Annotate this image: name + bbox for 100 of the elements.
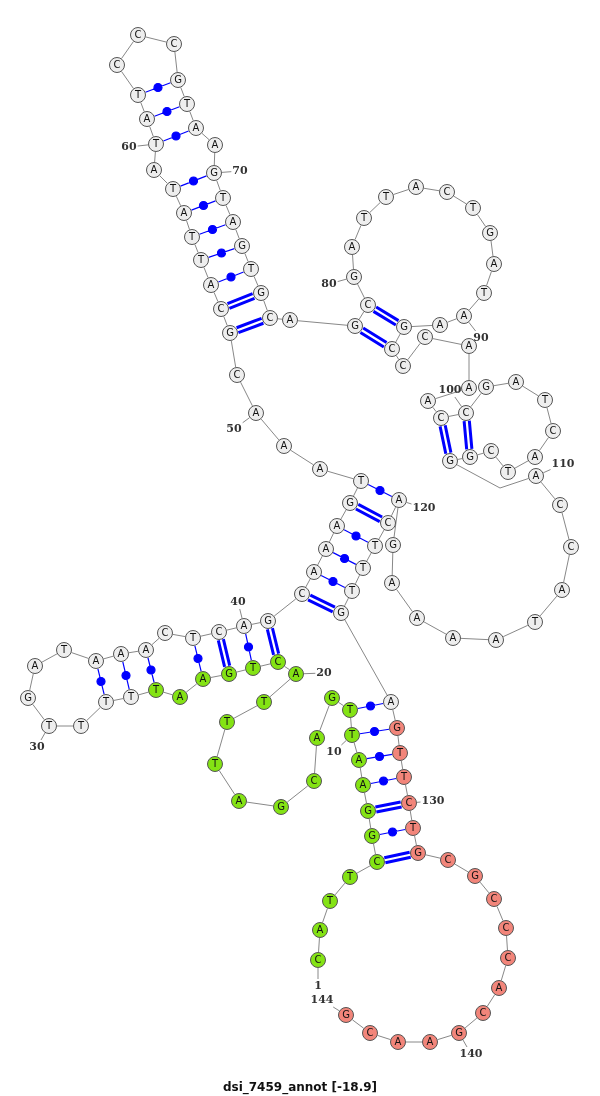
backbone-line [253, 275, 259, 287]
backbone-line [225, 204, 231, 216]
backbone-line [180, 87, 185, 97]
base-pair-line [243, 633, 254, 661]
base-pair-line [357, 701, 384, 711]
backbone-line [447, 318, 457, 323]
base-pair-line [370, 776, 397, 786]
nucleotide-circle: C [109, 57, 125, 73]
backbone-line [328, 532, 335, 543]
nucleotide-circle: A [528, 468, 544, 484]
backbone-line [411, 324, 433, 328]
nucleotide-circle: C [130, 27, 146, 43]
backbone-line [477, 452, 484, 456]
nucleotide-circle: G [333, 605, 349, 621]
base-pair-line [306, 593, 337, 614]
backbone-line [392, 709, 396, 721]
backbone-line [226, 627, 237, 631]
nucleotide-circle: G [442, 453, 458, 469]
backbone-line [353, 742, 358, 753]
nucleotide-circle: A [276, 438, 292, 454]
backbone-line [327, 470, 354, 480]
base-pair-line [358, 326, 389, 349]
backbone-line [409, 810, 413, 821]
nucleotide-circle: C [166, 36, 182, 52]
nucleotide-circle: C [552, 497, 568, 513]
leader-line [462, 1039, 468, 1048]
backbone-line [407, 342, 421, 361]
nucleotide-circle: C [483, 443, 499, 459]
backbone-line [163, 691, 173, 696]
nucleotide-circle: A [309, 730, 325, 746]
nucleotide-circle: A [27, 658, 43, 674]
base-pair-line [438, 423, 453, 456]
nucleotide-circle: A [508, 374, 524, 390]
backbone-line [432, 338, 462, 345]
nucleotide-circle: A [113, 646, 129, 662]
nucleotide-circle: A [384, 575, 400, 591]
nucleotide-circle: T [356, 210, 372, 226]
nucleotide-circle: A [172, 689, 188, 705]
nucleotide-circle: C [545, 423, 561, 439]
position-number: 140 [459, 1048, 483, 1060]
backbone-line [493, 382, 509, 387]
nucleotide-circle: A [390, 1034, 406, 1050]
backbone-line [273, 598, 297, 617]
base-pair-line [462, 419, 474, 451]
nucleotide-circle: A [488, 632, 504, 648]
backbone-line [210, 675, 222, 678]
nucleotide-circle: T [98, 694, 114, 710]
backbone-line [400, 760, 404, 770]
nucleotide-circle: A [351, 752, 367, 768]
nucleotide-circle: C [306, 773, 322, 789]
nucleotide-circle: A [225, 214, 241, 230]
backbone-line [357, 283, 365, 299]
backbone-line [351, 1019, 365, 1029]
backbone-line [317, 555, 323, 566]
backbone-line [286, 785, 309, 803]
nucleotide-circle: A [318, 541, 334, 557]
backbone-line [213, 291, 219, 303]
nucleotide-circle: T [476, 285, 492, 301]
nucleotide-circle: C [417, 329, 433, 345]
nucleotide-circle: G [273, 799, 289, 815]
nucleotide-circle: G [478, 379, 494, 395]
backbone-line [425, 854, 441, 859]
nucleotide-circle: G [346, 269, 362, 285]
nucleotide-circle: T [148, 682, 164, 698]
backbone-line [423, 621, 447, 635]
nucleotide-circle: A [203, 277, 219, 293]
nucleotide-circle: T [367, 538, 383, 554]
nucleotide-circle: T [256, 694, 272, 710]
structure-title: dsi_7459_annot [-18.9] [221, 1080, 379, 1094]
base-pair-line [379, 827, 406, 837]
leader-line [242, 417, 251, 424]
nucleotide-circle: C [294, 586, 310, 602]
nucleotide-circle: A [312, 922, 328, 938]
backbone-line [251, 622, 261, 625]
backbone-line [456, 464, 529, 489]
leader-line [239, 608, 243, 619]
base-pair-line [146, 657, 156, 683]
backbone-line [464, 1017, 478, 1029]
position-number: 1 [314, 980, 322, 992]
nucleotide-circle: G [451, 1025, 467, 1041]
nucleotide-circle: G [338, 1007, 354, 1023]
nucleotide-circle: G [221, 666, 237, 682]
backbone-line [540, 481, 556, 500]
backbone-line [423, 187, 440, 192]
nucleotide-circle: G [410, 845, 426, 861]
base-pair-line [343, 529, 369, 543]
leader-line [137, 144, 149, 147]
position-number: 130 [421, 795, 445, 807]
backbone-line [149, 126, 154, 137]
leader-line [340, 740, 347, 746]
nucleotide-circle: A [312, 461, 328, 477]
leader-line [406, 501, 412, 505]
nucleotide-circle: G [234, 238, 250, 254]
nucleotide-circle: T [342, 869, 358, 885]
position-number: 50 [226, 423, 242, 435]
backbone-line [236, 669, 246, 673]
position-number: 80 [321, 278, 337, 290]
nucleotide-circle: C [486, 891, 502, 907]
base-pair-line [121, 661, 131, 690]
nucleotide-circle: A [306, 564, 322, 580]
